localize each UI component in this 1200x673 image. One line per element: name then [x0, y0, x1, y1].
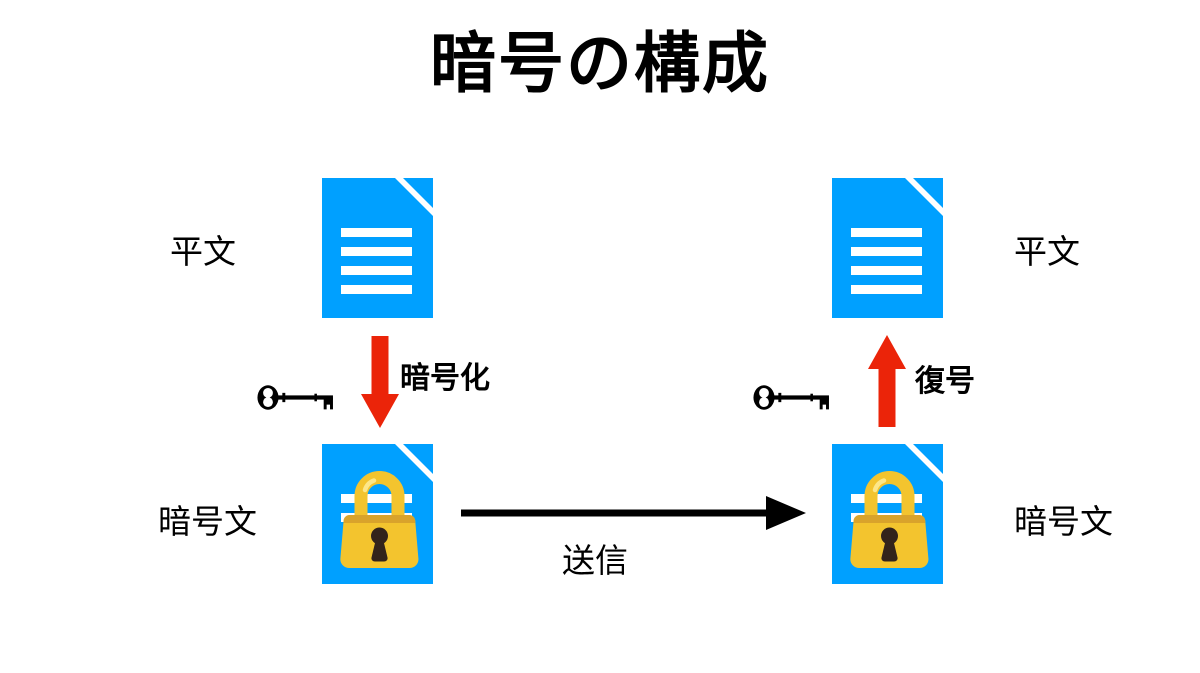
- key-teeth: [819, 397, 829, 410]
- locked-document-icon: [832, 444, 943, 584]
- label-send: 送信: [562, 542, 628, 579]
- document-text-line: [851, 247, 922, 256]
- key-collar: [810, 393, 813, 402]
- key-collar: [282, 392, 286, 403]
- padlock-body-shade: [343, 515, 416, 523]
- keyhole: [881, 527, 898, 545]
- arrow-up-shape: [868, 335, 906, 427]
- document-fold-corner: [403, 444, 433, 474]
- arrow-right-shape: [461, 496, 806, 530]
- label-plaintext-left: 平文: [170, 233, 236, 270]
- document-text-line: [341, 494, 412, 503]
- arrow-down-shape: [361, 336, 399, 428]
- padlock-shackle: [864, 471, 915, 518]
- padlock-icon: [850, 471, 929, 568]
- key-collar: [778, 392, 782, 403]
- keyhole-tail: [881, 541, 898, 562]
- document-fold-corner: [913, 178, 943, 208]
- document-fold-corner: [403, 178, 433, 208]
- key-bow-hole: [263, 387, 273, 398]
- document-text-line: [851, 494, 922, 503]
- page-title: 暗号の構成: [430, 26, 770, 100]
- label-ciphertext-right: 暗号文: [1014, 503, 1113, 540]
- document-text-line: [851, 266, 922, 275]
- document-text-line: [341, 228, 412, 237]
- document-icon: [832, 178, 943, 318]
- locked-document-icon: [322, 444, 433, 584]
- key-bow-hole: [263, 397, 273, 408]
- key-icon: [257, 385, 333, 410]
- arrow-up-icon: [868, 335, 906, 427]
- keyhole-tail: [371, 541, 388, 562]
- padlock-highlight: [872, 478, 887, 493]
- document-text-line: [851, 285, 922, 294]
- label-plaintext-right: 平文: [1014, 233, 1080, 270]
- label-ciphertext-left: 暗号文: [158, 503, 257, 540]
- arrow-right-icon: [461, 496, 806, 530]
- key-icon: [753, 385, 829, 410]
- document-fold-corner: [913, 444, 943, 474]
- key-bow-hole: [759, 387, 769, 398]
- key-shaft: [772, 395, 829, 400]
- document-text-line: [341, 285, 412, 294]
- label-encrypt: 暗号化: [400, 362, 490, 395]
- padlock-highlight: [362, 478, 377, 493]
- key-collar: [314, 393, 317, 402]
- key-teeth: [323, 397, 333, 410]
- document-icon: [322, 178, 433, 318]
- document-text-line: [851, 228, 922, 237]
- arrow-down-icon: [361, 336, 399, 428]
- key-bow-hole: [759, 397, 769, 408]
- padlock-shackle: [354, 471, 405, 518]
- document-text-line: [341, 247, 412, 256]
- key-shaft: [276, 395, 333, 400]
- document-text-line: [341, 266, 412, 275]
- padlock-body-shade: [853, 515, 926, 523]
- keyhole: [371, 527, 388, 545]
- label-decrypt: 復号: [915, 365, 975, 398]
- padlock-icon: [340, 471, 419, 568]
